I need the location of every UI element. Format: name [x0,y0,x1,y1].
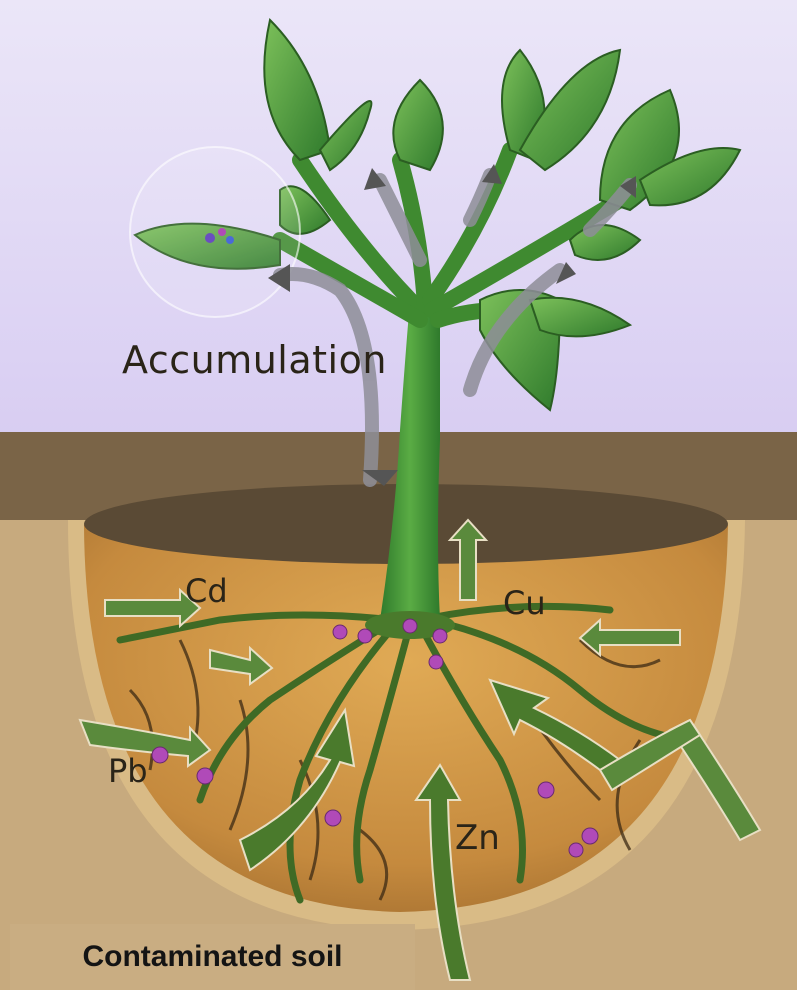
metal-particle-icon [152,747,168,763]
pb-label: Pb [108,752,148,790]
metal-particle-icon [569,843,583,857]
metal-particle-icon [429,655,443,669]
cd-label: Cd [185,572,228,610]
metal-particle-icon [358,629,372,643]
metal-particle-icon [433,629,447,643]
metal-particle-icon [582,828,598,844]
caption-text: Contaminated soil [82,940,342,974]
accumulation-highlight [130,147,300,317]
metal-particle-icon [403,619,417,633]
metal-particle-icon [333,625,347,639]
caption-box: Contaminated soil [10,924,415,990]
metal-particle-icon [538,782,554,798]
metal-particle-icon [325,810,341,826]
metal-particle-icon [197,768,213,784]
cu-label: Cu [503,584,546,622]
accumulation-label: Accumulation [122,338,387,382]
zn-label: Zn [455,818,500,858]
